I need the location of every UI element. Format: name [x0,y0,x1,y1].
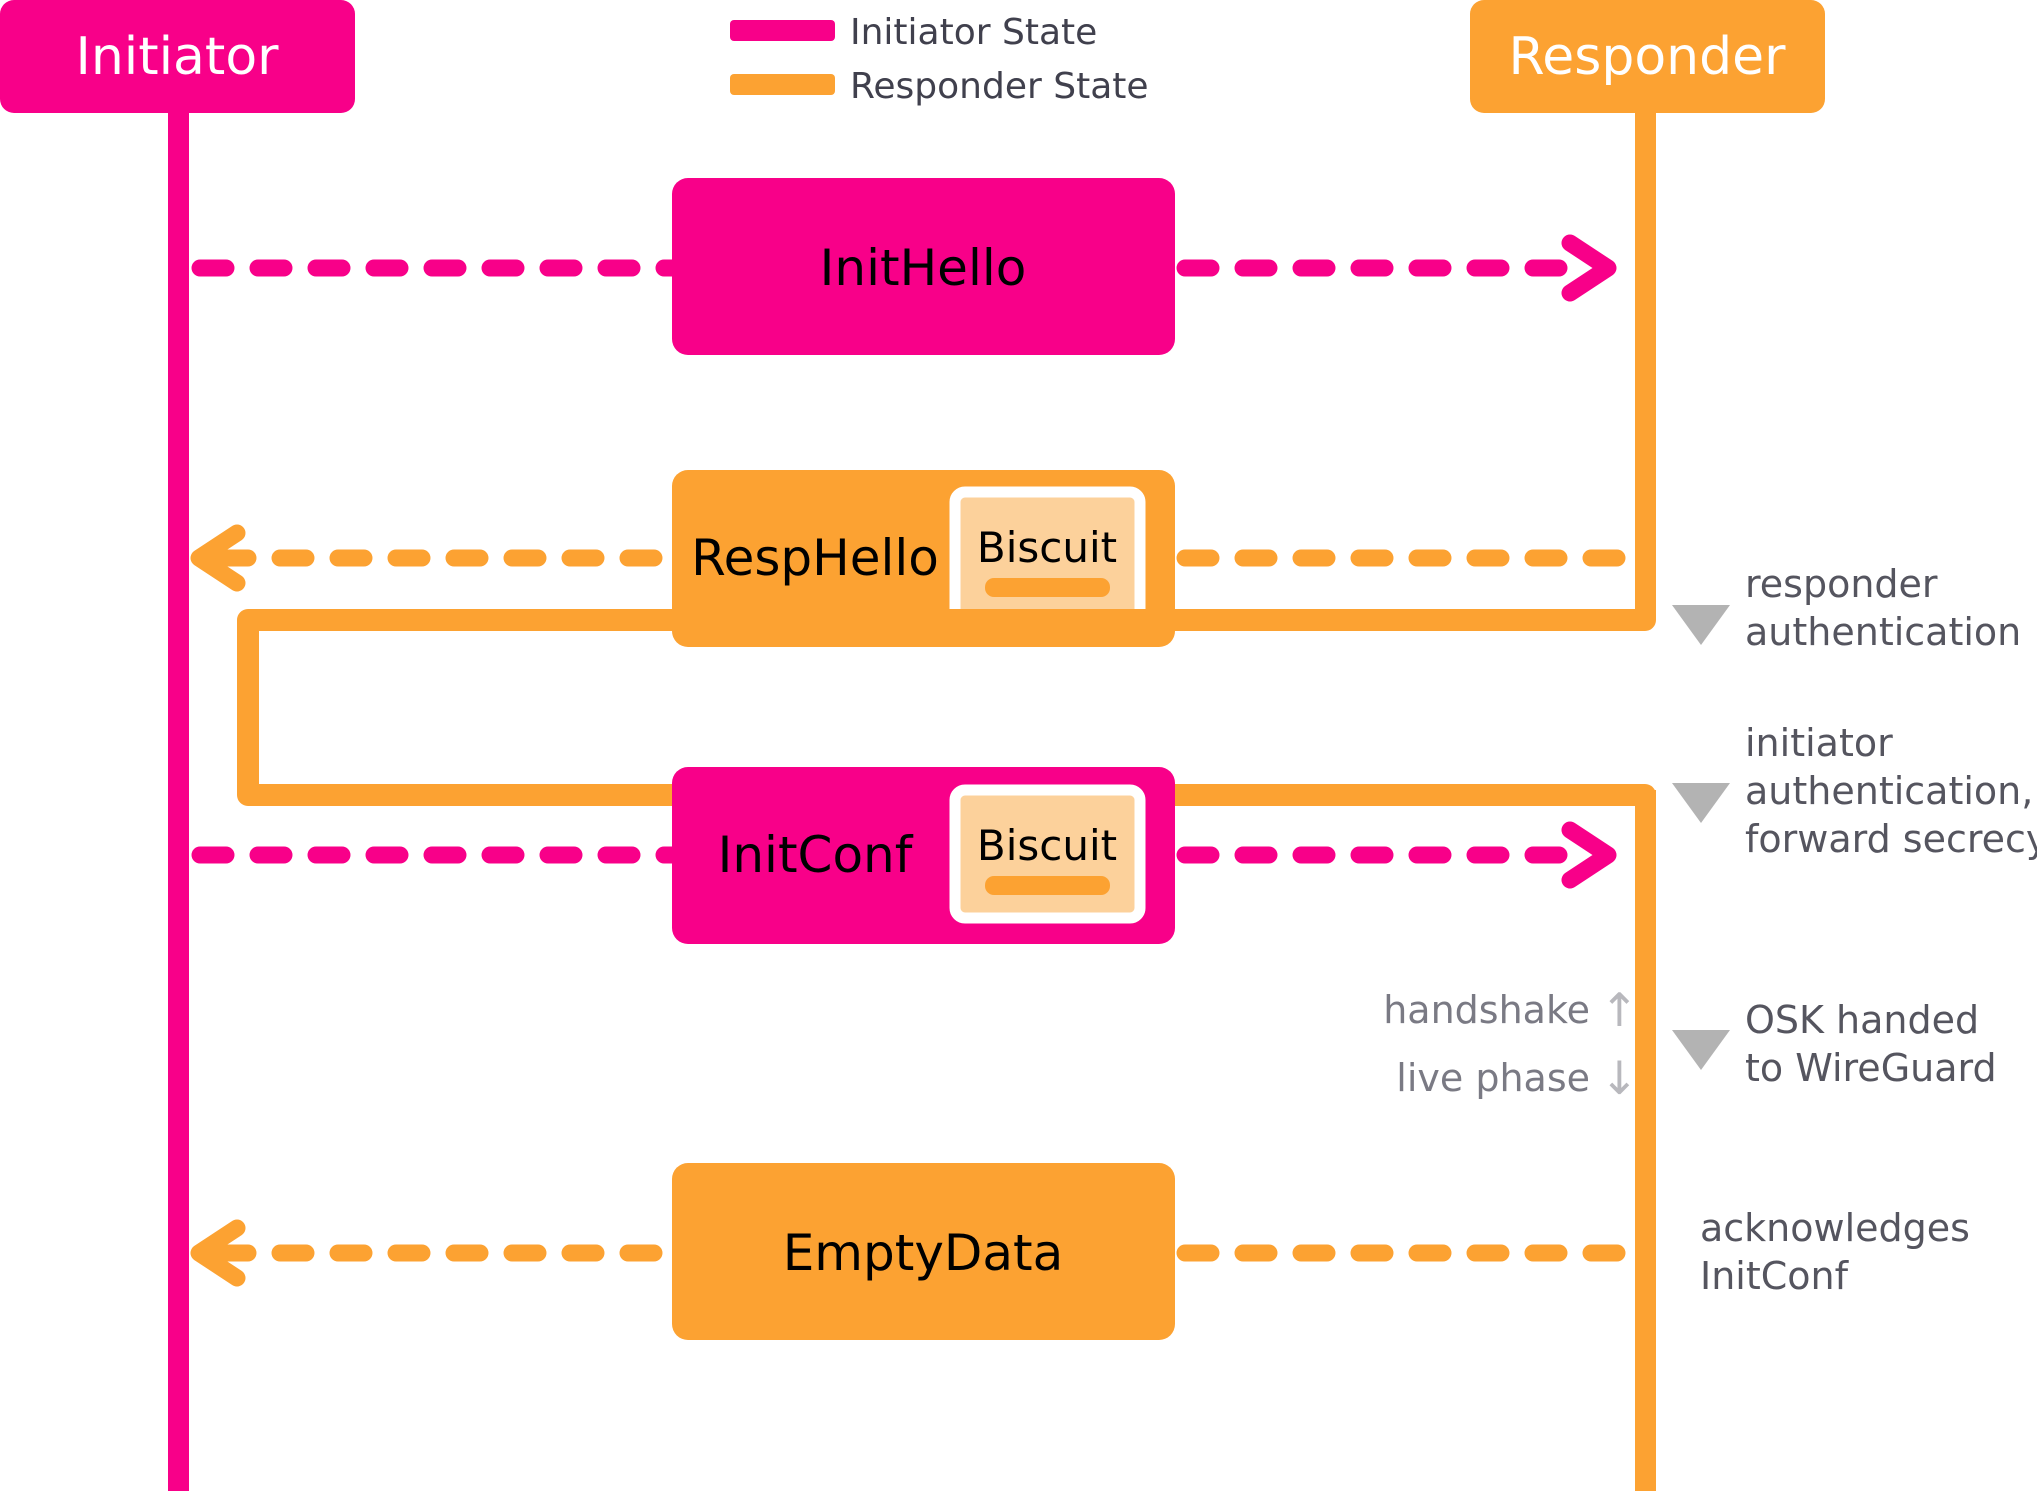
note-acknowledges-line-2: InitConf [1700,1254,1850,1298]
phase-handshake-label: handshake [1383,988,1590,1032]
legend-swatch-initiator [730,20,835,41]
resphello-label: RespHello [691,529,939,587]
note-responder-auth-line-1: responder [1745,562,1938,606]
emptydata-arrowhead-icon [190,1219,246,1287]
actor-responder[interactable]: Responder [1470,0,1825,113]
message-initconf[interactable]: InitConf Biscuit [191,767,1617,944]
note-osk-handed-line-1: OSK handed [1745,998,1979,1042]
resphello-biscuit-badge: Biscuit [949,486,1146,626]
message-resphello[interactable]: RespHello Biscuit [190,470,1649,647]
triangle-down-icon [1672,1030,1730,1070]
phase-live-phase-label: live phase [1396,1056,1590,1100]
note-osk-handed-line-2: to WireGuard [1745,1046,1997,1090]
legend-label-initiator: Initiator State [850,12,1097,53]
responder-lifeline-lower [1635,790,1656,1491]
note-initiator-auth: initiator authentication, forward secrec… [1672,721,2037,861]
triangle-down-icon [1672,605,1730,645]
initiator-lifeline [168,60,189,1491]
actor-initiator-label: Initiator [75,27,279,87]
emptydata-label: EmptyData [783,1224,1064,1282]
phase-markers: handshake ↑ live phase ↓ [1383,983,1638,1105]
responder-state-bracket-left [237,609,1186,806]
initconf-biscuit-badge: Biscuit [949,784,1146,924]
actor-initiator[interactable]: Initiator [0,0,355,113]
resphello-arrowhead-icon [190,524,246,592]
actor-initiator-box [0,0,355,113]
arrow-down-icon: ↓ [1600,1051,1639,1105]
message-inithello[interactable]: InitHello [191,178,1617,355]
legend-label-responder: Responder State [850,66,1149,107]
emptydata-box [672,1163,1175,1340]
responder-lifeline-upper [1635,60,1656,620]
resphello-biscuit-label: Biscuit [977,523,1117,572]
legend-swatch-responder [730,74,835,95]
note-responder-auth: responder authentication [1672,562,2021,654]
legend: Initiator State Responder State [730,12,1149,107]
actor-responder-box [1470,0,1825,113]
note-acknowledges-initconf: acknowledges InitConf [1700,1206,1970,1298]
legend-item-initiator-state: Initiator State [730,12,1097,53]
resphello-biscuit-bar-icon [985,578,1110,597]
note-initiator-auth-line-3: forward secrecy [1745,817,2037,861]
initconf-biscuit-bar-icon [985,876,1110,895]
legend-item-responder-state: Responder State [730,66,1149,107]
note-initiator-auth-line-1: initiator [1745,721,1893,765]
note-responder-auth-line-2: authentication [1745,610,2021,654]
inithello-arrowhead-icon [1561,234,1617,302]
note-initiator-auth-line-2: authentication, [1745,769,2033,813]
note-acknowledges-line-1: acknowledges [1700,1206,1970,1250]
message-emptydata[interactable]: EmptyData [190,1163,1649,1340]
actor-responder-label: Responder [1508,27,1786,87]
initconf-arrowhead-icon [1561,821,1617,889]
initconf-biscuit-label: Biscuit [977,821,1117,870]
arrow-up-icon: ↑ [1600,983,1639,1037]
inithello-label: InitHello [820,239,1027,297]
initconf-label: InitConf [718,826,914,884]
note-osk-handed: OSK handed to WireGuard [1672,998,1997,1090]
inithello-box [672,178,1175,355]
triangle-down-icon [1672,783,1730,823]
